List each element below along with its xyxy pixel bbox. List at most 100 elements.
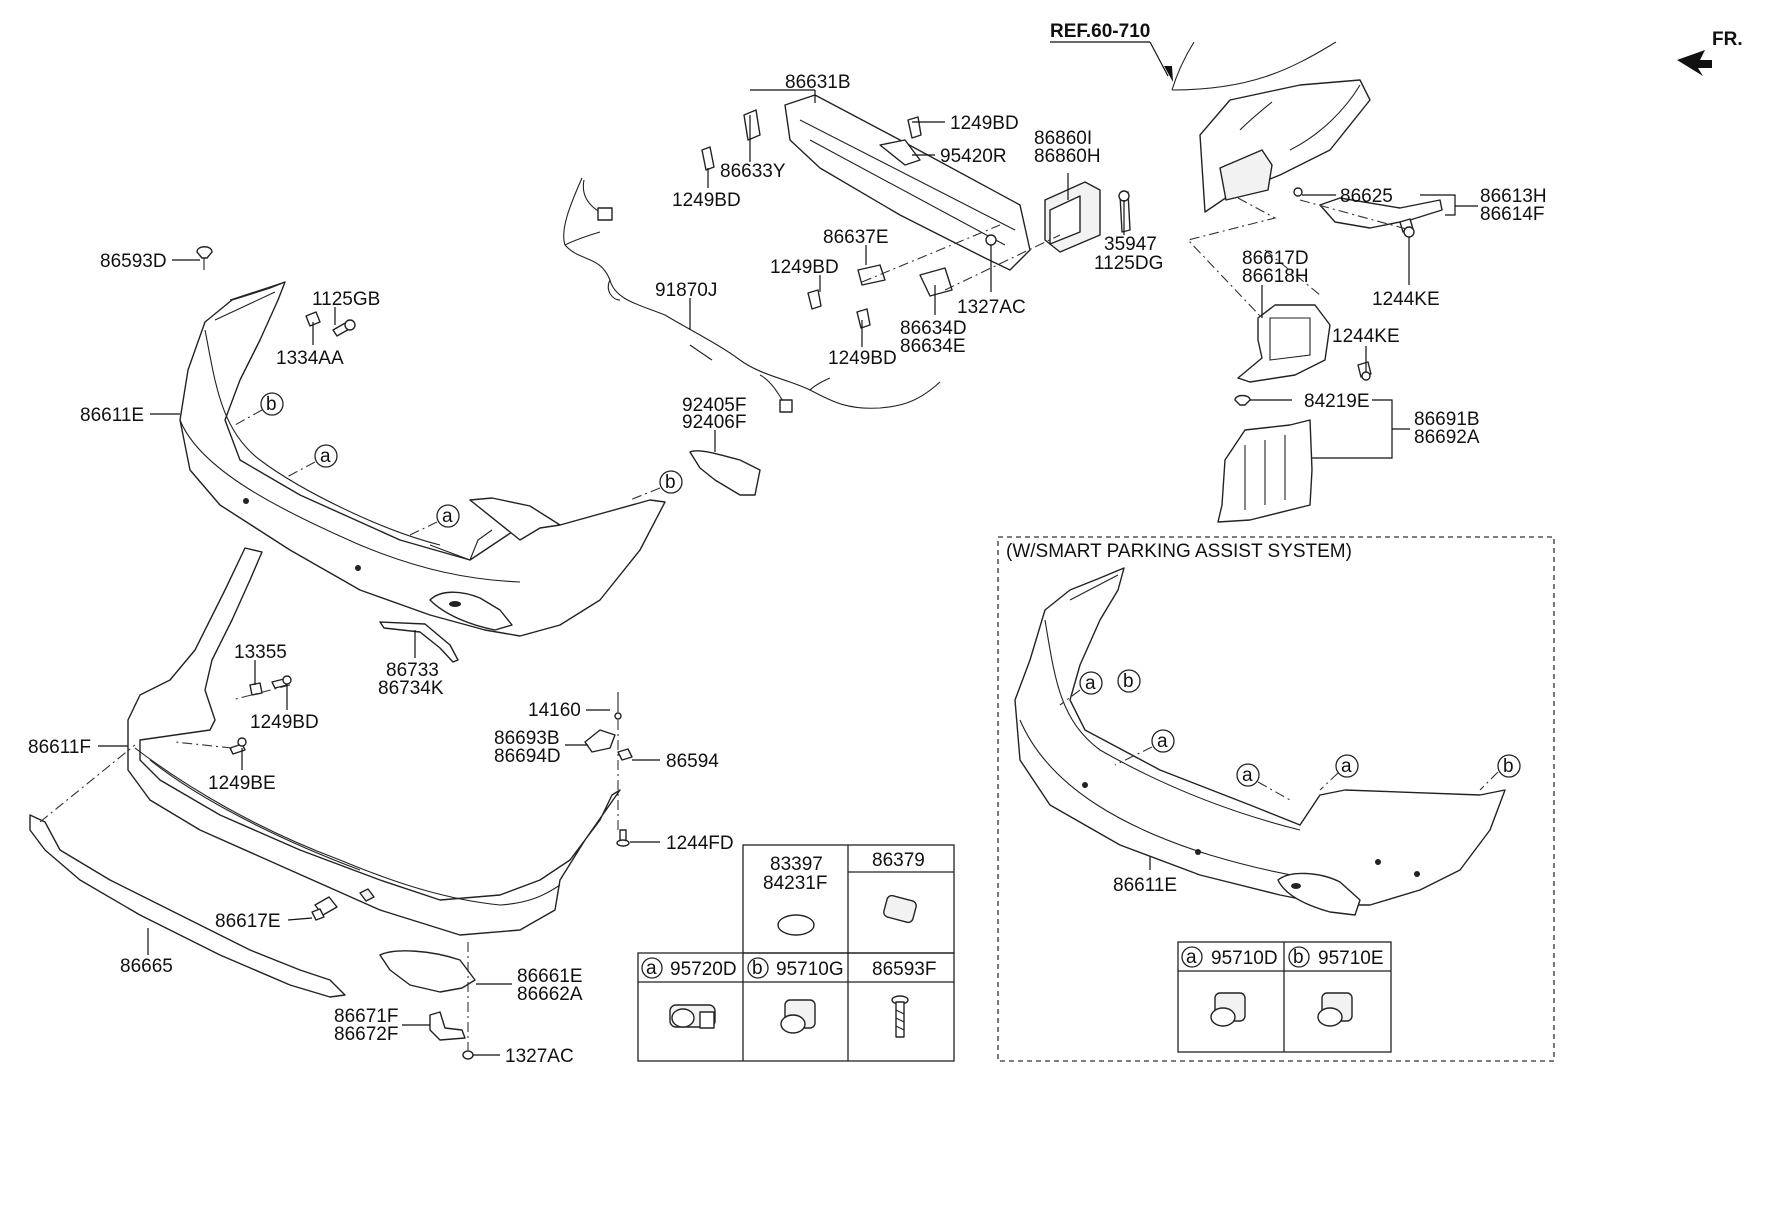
marker-b: b (665, 472, 676, 493)
callout-86694D: 86694D (494, 746, 561, 767)
callout-86594: 86594 (666, 751, 719, 772)
callout-labels: 86631B 1249BD 95420R 86633Y 1249BD 86860… (28, 72, 1547, 1067)
ref-label: REF.60-710 (1050, 21, 1150, 42)
sensor-95720D-icon (669, 1004, 716, 1029)
callout-86637E: 86637E (823, 227, 889, 248)
cell-95710E: 95710E (1318, 948, 1384, 969)
marker-b: b (266, 394, 277, 415)
main-markers: b a a b (234, 392, 683, 536)
callout-86611E: 86611E (1113, 875, 1177, 896)
callout-86733: 86733 (386, 660, 439, 681)
cell-95720D: 95720D (670, 959, 737, 980)
spas-marker-a: a (1157, 731, 1168, 752)
reflector (689, 450, 761, 496)
front-arrow-icon (1677, 50, 1712, 76)
wiring-harness (563, 177, 941, 413)
callout-95420R: 95420R (940, 146, 1007, 167)
callout-1249BE: 1249BE (208, 773, 276, 794)
callout-86671F: 86671F (334, 1006, 398, 1027)
callout-92405F: 92405F (682, 395, 746, 416)
callout-14160: 14160 (528, 700, 581, 721)
spas-marker-a: a (1085, 673, 1096, 694)
spas-marker-a: a (1242, 765, 1253, 786)
callout-1334AA: 1334AA (276, 348, 344, 369)
callout-86631B: 86631B (785, 72, 851, 93)
garnish (379, 621, 459, 663)
lower-strip (29, 814, 346, 998)
bolt-86593F-icon (891, 995, 909, 1038)
callout-1244KE: 1244KE (1332, 326, 1400, 347)
callout-1125DG: 1125DG (1094, 253, 1163, 274)
callout-1249BD: 1249BD (828, 348, 897, 369)
cell-86593F: 86593F (872, 959, 936, 980)
cell-95710D: 95710D (1211, 948, 1278, 969)
bumper-beam (701, 94, 1131, 329)
callout-86860I: 86860I (1034, 128, 1092, 149)
parts-table: 83397 84231F 86379 a 95720D b 95710G 865… (637, 844, 955, 1062)
cell-86379: 86379 (872, 850, 925, 871)
top-left-hardware (196, 246, 356, 337)
spas-table: a 95710D b 95710E (1177, 941, 1392, 1053)
spas-marker-a: a (1341, 756, 1352, 777)
callout-86634E: 86634E (900, 336, 966, 357)
table-marker-b: b (752, 958, 763, 979)
spas-marker-b: b (1503, 756, 1514, 777)
callout-86665: 86665 (120, 956, 173, 977)
callout-1244KE: 1244KE (1372, 289, 1440, 310)
cell-84231F: 84231F (763, 873, 827, 894)
sensor-95710D-icon (1210, 992, 1246, 1027)
table-marker-a: a (646, 958, 657, 979)
callout-86614F: 86614F (1480, 204, 1544, 225)
fr-label: FR. (1712, 29, 1743, 50)
callout-92406F: 92406F (682, 412, 746, 433)
callout-86691B: 86691B (1414, 409, 1480, 430)
callout-1327AC: 1327AC (505, 1046, 574, 1067)
callout-91870J: 91870J (655, 280, 717, 301)
callout-1249BD: 1249BD (250, 712, 319, 733)
marker-a: a (442, 506, 453, 527)
callout-86693B: 86693B (494, 728, 560, 749)
callout-86860H: 86860H (1034, 146, 1101, 167)
callout-86662A: 86662A (517, 984, 583, 1005)
callout-86617D: 86617D (1242, 248, 1309, 269)
bumper-cover-upper (179, 281, 666, 637)
callout-86634D: 86634D (900, 318, 967, 339)
callout-35947: 35947 (1104, 234, 1157, 255)
smart-parking-section: (W/SMART PARKING ASSIST SYSTEM) a b a a … (997, 536, 1555, 1062)
callout-1249BD: 1249BD (770, 257, 839, 278)
smart-parking-title: (W/SMART PARKING ASSIST SYSTEM) (1006, 541, 1352, 562)
callout-84219E: 84219E (1304, 391, 1370, 412)
callout-1249BD: 1249BD (672, 190, 741, 211)
callout-86625: 86625 (1340, 186, 1393, 207)
right-side-brackets (1186, 187, 1443, 523)
spas-table-marker-b: b (1293, 947, 1304, 968)
callout-1327AC: 1327AC (957, 297, 1026, 318)
callout-86593D: 86593D (100, 251, 167, 272)
spas-marker-b: b (1123, 671, 1134, 692)
leader-lines (98, 89, 1478, 1056)
cell-83397: 83397 (770, 854, 823, 875)
callout-86672F: 86672F (334, 1024, 398, 1045)
skid-plate (379, 950, 476, 993)
callout-86661E: 86661E (517, 966, 583, 987)
callout-1244FD: 1244FD (666, 833, 734, 854)
callout-86734K: 86734K (378, 678, 444, 699)
spas-table-marker-a: a (1186, 947, 1197, 968)
reference-header: REF.60-710 FR. (1050, 21, 1743, 82)
callout-86613H: 86613H (1480, 186, 1547, 207)
sensor-95710E-icon (1317, 992, 1353, 1027)
callout-86618H: 86618H (1242, 266, 1309, 287)
callout-1249BD: 1249BD (950, 113, 1019, 134)
lower-bracket (429, 1011, 466, 1041)
body-panel (1171, 41, 1371, 213)
callout-86692A: 86692A (1414, 427, 1480, 448)
callout-86617E: 86617E (215, 911, 281, 932)
callout-86611F: 86611F (28, 737, 91, 758)
mid-hardware (39, 675, 633, 1060)
sensor-95710G-icon (780, 999, 816, 1034)
callout-86611E: 86611E (80, 405, 144, 426)
marker-a: a (320, 446, 331, 467)
callout-1125GB: 1125GB (312, 289, 380, 310)
callout-86633Y: 86633Y (720, 161, 786, 182)
